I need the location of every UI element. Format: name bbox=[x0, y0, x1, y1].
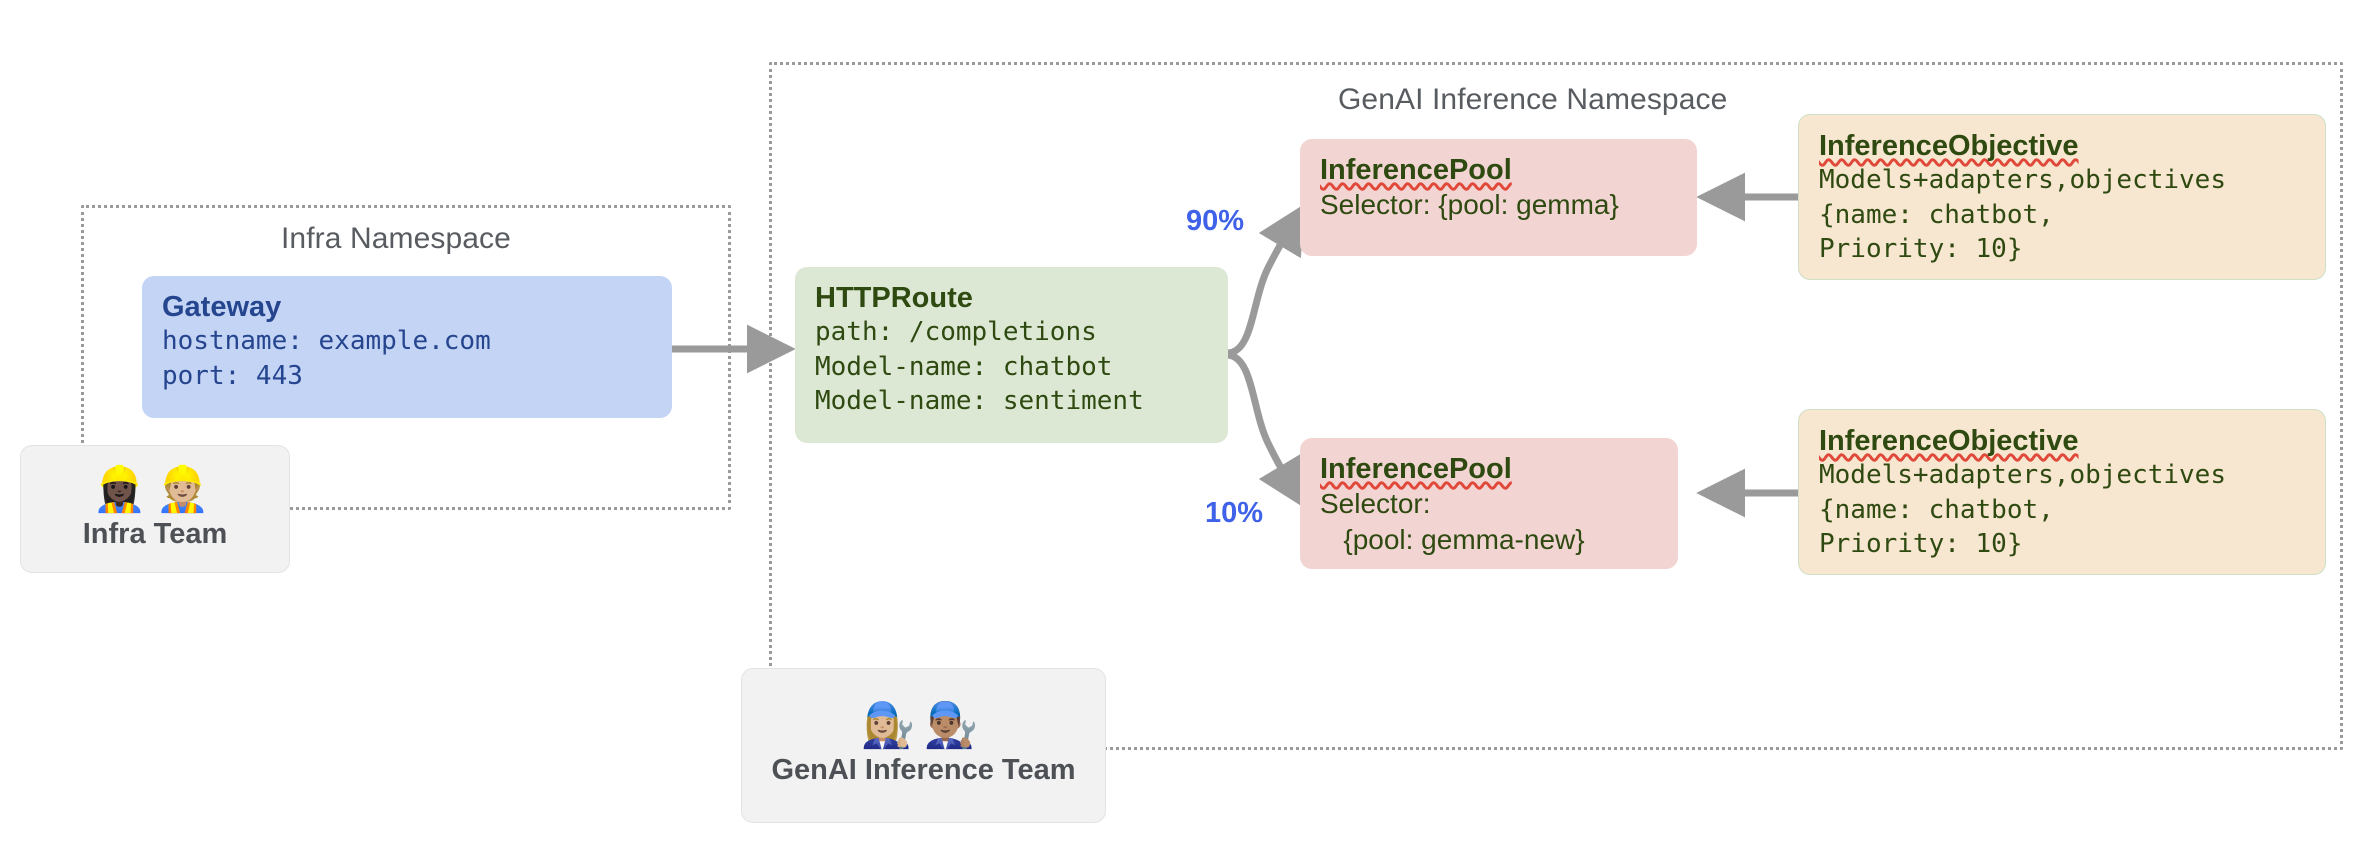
edge-label-weight-10: 10% bbox=[1205, 497, 1264, 529]
node-inferencepool-gemma-title: InferencePool bbox=[1320, 154, 1512, 186]
node-inferencepool-gemma-new-line-2: {pool: gemma-new} bbox=[1320, 524, 1585, 556]
node-gateway-line-2: port: 443 bbox=[162, 360, 303, 391]
node-inferenceobjective-bottom-title: InferenceObjective bbox=[1819, 425, 2079, 457]
node-inferenceobjective-top-line-3: Priority: 10} bbox=[1819, 233, 2023, 264]
node-inferenceobjective-bottom[interactable]: InferenceObjective Models+adapters,objec… bbox=[1798, 409, 2326, 575]
node-inferencepool-gemma-line-1: Selector: {pool: gemma} bbox=[1320, 189, 1619, 221]
namespace-genai-label: GenAI Inference Namespace bbox=[1338, 83, 1728, 116]
team-card-infra[interactable]: 👷🏿‍♀️👷🏼 Infra Team bbox=[20, 445, 290, 573]
node-httproute-line-1: path: /completions bbox=[815, 317, 1097, 348]
node-gateway-title: Gateway bbox=[162, 291, 282, 323]
namespace-genai bbox=[769, 62, 2343, 750]
node-inferenceobjective-bottom-line-3: Priority: 10} bbox=[1819, 528, 2023, 559]
team-card-genai[interactable]: 👩🏼‍🔧👨🏽‍🔧 GenAI Inference Team bbox=[741, 668, 1106, 823]
node-inferenceobjective-top-line-2: {name: chatbot, bbox=[1819, 199, 2054, 230]
node-inferenceobjective-top-title: InferenceObjective bbox=[1819, 130, 2079, 162]
node-httproute-title: HTTPRoute bbox=[815, 282, 973, 314]
node-inferenceobjective-top-line-1: Models+adapters,objectives bbox=[1819, 165, 2226, 196]
node-inferencepool-gemma-new-line-1: Selector: bbox=[1320, 488, 1431, 520]
node-inferencepool-gemma-new-title: InferencePool bbox=[1320, 453, 1512, 485]
namespace-infra bbox=[81, 205, 731, 510]
node-inferencepool-gemma[interactable]: InferencePool Selector: {pool: gemma} bbox=[1300, 139, 1697, 256]
node-inferencepool-gemma-new[interactable]: InferencePool Selector: {pool: gemma-new… bbox=[1300, 438, 1678, 569]
genai-team-people-icon: 👩🏼‍🔧👨🏽‍🔧 bbox=[860, 700, 987, 751]
genai-team-label: GenAI Inference Team bbox=[771, 754, 1076, 786]
node-httproute[interactable]: HTTPRoute path: /completions Model-name:… bbox=[795, 267, 1228, 443]
infra-team-people-icon: 👷🏿‍♀️👷🏼 bbox=[92, 463, 218, 515]
edge-label-weight-90: 90% bbox=[1186, 205, 1245, 237]
node-httproute-line-2: Model-name: chatbot bbox=[815, 351, 1113, 382]
node-inferenceobjective-bottom-line-1: Models+adapters,objectives bbox=[1819, 460, 2226, 491]
node-gateway[interactable]: Gateway hostname: example.com port: 443 bbox=[142, 276, 672, 418]
namespace-infra-label: Infra Namespace bbox=[281, 222, 511, 255]
node-gateway-line-1: hostname: example.com bbox=[162, 326, 491, 357]
node-inferenceobjective-bottom-line-2: {name: chatbot, bbox=[1819, 494, 2054, 525]
infra-team-label: Infra Team bbox=[82, 517, 228, 550]
node-inferenceobjective-top[interactable]: InferenceObjective Models+adapters,objec… bbox=[1798, 114, 2326, 280]
node-httproute-line-3: Model-name: sentiment bbox=[815, 385, 1144, 416]
